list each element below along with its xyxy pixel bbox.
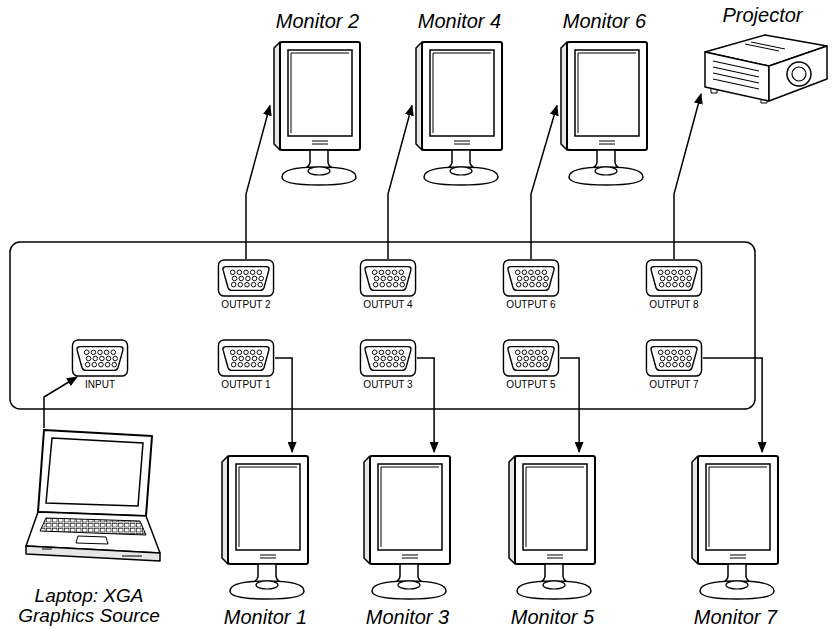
vga-connector-figure (217, 339, 275, 377)
port-label: INPUT (85, 379, 115, 390)
vga-connector: OUTPUT 1 (217, 339, 275, 377)
vga-connector: OUTPUT 5 (502, 339, 560, 377)
port-label: OUTPUT 6 (506, 299, 555, 310)
vga-connector: INPUT (71, 339, 129, 377)
monitor-figure (218, 452, 313, 602)
monitor: Monitor 1 (218, 452, 313, 602)
monitor: Monitor 2 (270, 38, 365, 188)
device-label: Monitor 3 (366, 606, 449, 628)
monitor-figure (412, 38, 507, 188)
vga-connector: OUTPUT 2 (217, 259, 275, 297)
vga-connector-figure (217, 259, 275, 297)
vga-connector-figure (71, 339, 129, 377)
port-label: OUTPUT 5 (506, 379, 555, 390)
device-label: Monitor 7 (694, 606, 777, 628)
monitor: Monitor 5 (505, 452, 600, 602)
device-label: Projector (722, 4, 802, 26)
vga-connector: OUTPUT 8 (645, 259, 703, 297)
device-label: Monitor 2 (276, 10, 359, 32)
monitor: Monitor 7 (688, 452, 783, 602)
port-label: OUTPUT 4 (363, 299, 412, 310)
port-label: OUTPUT 3 (363, 379, 412, 390)
video-cable (674, 94, 701, 259)
projector-figure (695, 32, 830, 104)
laptop: Laptop: XGA Graphics Source (22, 428, 162, 578)
video-cable (560, 358, 579, 452)
port-label: OUTPUT 1 (221, 379, 270, 390)
device-label: Monitor 4 (418, 10, 501, 32)
video-cable (531, 106, 557, 260)
port-label: OUTPUT 7 (649, 379, 698, 390)
device-label: Monitor 6 (563, 10, 646, 32)
projector: Projector (695, 32, 830, 104)
monitor-figure (270, 38, 365, 188)
monitor: Monitor 3 (360, 452, 455, 602)
monitor: Monitor 4 (412, 38, 507, 188)
vga-connector-figure (502, 339, 560, 377)
vga-connector: OUTPUT 6 (502, 259, 560, 297)
vga-connector-figure (359, 259, 417, 297)
vga-connector-figure (359, 339, 417, 377)
port-label: OUTPUT 2 (221, 299, 270, 310)
vga-connector: OUTPUT 4 (359, 259, 417, 297)
vga-connector-figure (645, 339, 703, 377)
vga-connector-figure (645, 259, 703, 297)
device-label: Monitor 1 (224, 606, 307, 628)
video-cable (275, 358, 292, 452)
device-label: Monitor 5 (511, 606, 594, 628)
video-cable (246, 106, 270, 260)
monitor: Monitor 6 (557, 38, 652, 188)
monitor-figure (505, 452, 600, 602)
video-cable (44, 377, 77, 428)
monitor-figure (360, 452, 455, 602)
vga-connector: OUTPUT 3 (359, 339, 417, 377)
port-label: OUTPUT 8 (649, 299, 698, 310)
monitor-figure (688, 452, 783, 602)
device-label: Laptop: XGA Graphics Source (14, 586, 164, 626)
vga-connector-figure (502, 259, 560, 297)
video-cable (703, 358, 762, 452)
video-cable (417, 358, 434, 452)
vga-connector: OUTPUT 7 (645, 339, 703, 377)
laptop-figure (22, 428, 162, 578)
monitor-figure (557, 38, 652, 188)
video-cable (388, 106, 412, 260)
